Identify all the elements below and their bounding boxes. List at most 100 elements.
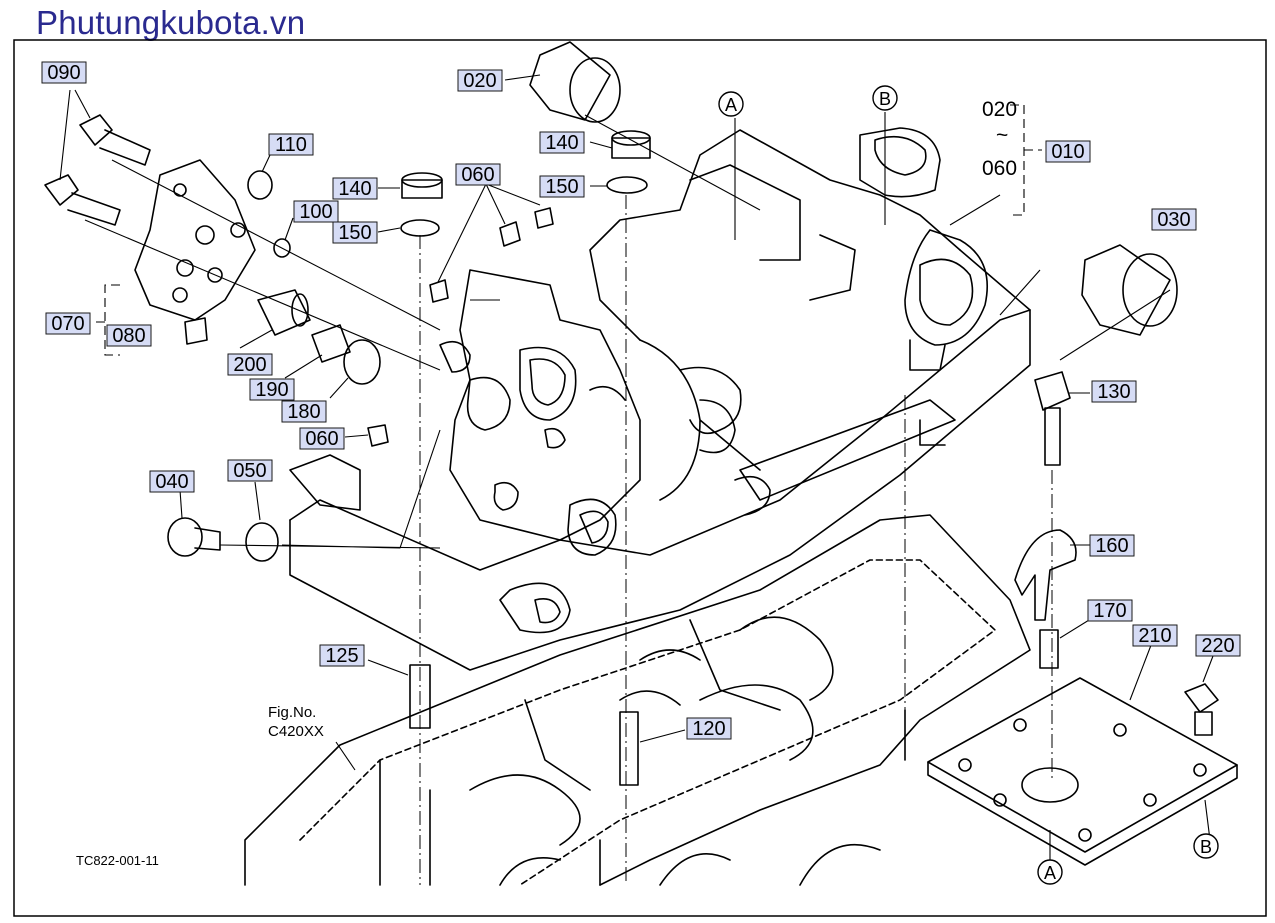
part-label-050-box — [227, 459, 273, 482]
marker-a-top-label: A — [725, 95, 737, 115]
part-label-020: 020 — [457, 69, 503, 92]
transmission-case — [244, 514, 1031, 886]
bolt-130 — [1034, 371, 1071, 466]
part-label-060-upper-text: 060 — [461, 164, 494, 186]
part-label-040: 040 — [149, 470, 195, 493]
range-note-tilde: ~ — [996, 124, 1008, 147]
filter-190 — [311, 324, 351, 363]
part-label-210-box — [1132, 624, 1178, 647]
part-label-190-box — [249, 378, 295, 401]
part-label-125: 125 — [319, 644, 365, 667]
part-label-050-text: 050 — [233, 460, 266, 482]
set-screw-060-c — [429, 279, 449, 303]
part-label-160-text: 160 — [1095, 535, 1128, 557]
part-label-120-box — [686, 717, 732, 740]
part-label-110-box — [268, 133, 314, 156]
part-label-200-box — [227, 353, 273, 376]
part-label-040-text: 040 — [155, 471, 188, 493]
part-label-030: 030 — [1151, 208, 1197, 231]
drawing-code: TC822-001-11 — [76, 853, 159, 868]
part-label-190-text: 190 — [255, 379, 288, 401]
part-label-150-left-text: 150 — [338, 222, 371, 244]
part-label-040-box — [149, 470, 195, 493]
part-label-090: 090 — [41, 61, 87, 84]
control-valve-body — [439, 269, 641, 541]
part-label-060-lower-box — [299, 427, 345, 450]
part-label-180-text: 180 — [287, 401, 320, 423]
part-label-170-box — [1087, 599, 1133, 622]
part-label-090-box — [41, 61, 87, 84]
hydraulic-cylinder-housing — [289, 127, 1031, 671]
part-label-030-text: 030 — [1157, 209, 1190, 231]
part-label-010-text: 010 — [1051, 141, 1084, 163]
site-watermark: Phutungkubota.vn — [36, 4, 306, 41]
stud-bolt-120 — [619, 711, 639, 786]
part-label-030-box — [1151, 208, 1197, 231]
bushing-020 — [529, 41, 621, 123]
part-label-140-left-text: 140 — [338, 178, 371, 200]
part-label-150-upper-text: 150 — [545, 176, 578, 198]
plug-080 — [184, 317, 208, 345]
part-label-180: 180 — [281, 400, 327, 423]
plug-040 — [167, 517, 221, 557]
marker-a-top: A — [718, 91, 744, 117]
part-label-090-text: 090 — [47, 62, 80, 84]
part-label-125-text: 125 — [325, 645, 358, 667]
part-label-070-box — [45, 312, 91, 335]
part-label-080: 080 — [106, 324, 152, 347]
figure-reference: Fig.No. C420XX — [268, 703, 324, 741]
set-screw-060-b — [534, 207, 554, 229]
front-plate-070 — [134, 159, 256, 321]
hose-160 — [1014, 529, 1077, 621]
part-label-100: 100 — [293, 200, 339, 223]
marker-b-bottom: B — [1193, 833, 1219, 859]
bolt-220 — [1184, 683, 1219, 736]
part-label-220: 220 — [1195, 634, 1241, 657]
marker-a-bottom: A — [1037, 859, 1063, 885]
stud-bolt-125 — [409, 664, 431, 729]
part-label-130-text: 130 — [1097, 381, 1130, 403]
part-label-200-text: 200 — [233, 354, 266, 376]
page-border — [13, 39, 1267, 917]
assembly-axis-lines — [419, 195, 1053, 885]
part-label-130: 130 — [1091, 380, 1137, 403]
bushing-030 — [1081, 244, 1178, 336]
fitting-170 — [1039, 629, 1059, 669]
marker-b-bottom-label: B — [1200, 837, 1212, 857]
cover-plate-210 — [927, 677, 1238, 866]
part-label-070-text: 070 — [51, 313, 84, 335]
part-label-100-text: 100 — [299, 201, 332, 223]
part-label-060-lower: 060 — [299, 427, 345, 450]
part-label-050: 050 — [227, 459, 273, 482]
part-label-220-text: 220 — [1201, 635, 1234, 657]
o-ring-110 — [247, 170, 273, 200]
washer-150-left — [400, 219, 440, 237]
part-label-140-left: 140 — [332, 177, 378, 200]
leader-lines — [59, 74, 1214, 860]
part-label-120-text: 120 — [692, 718, 725, 740]
set-screw-060-d — [367, 424, 389, 447]
part-label-200: 200 — [227, 353, 273, 376]
part-label-110-text: 110 — [275, 134, 307, 156]
part-label-160: 160 — [1089, 534, 1135, 557]
part-label-180-box — [281, 400, 327, 423]
part-label-140-upper-box — [539, 131, 585, 154]
part-label-120: 120 — [686, 717, 732, 740]
part-label-150-upper-box — [539, 175, 585, 198]
part-label-125-box — [319, 644, 365, 667]
part-label-100-box — [293, 200, 339, 223]
part-label-170-text: 170 — [1093, 600, 1126, 622]
o-ring-180 — [343, 339, 381, 385]
part-label-130-box — [1091, 380, 1137, 403]
part-label-060-upper-box — [455, 163, 501, 186]
part-label-080-text: 080 — [112, 325, 145, 347]
marker-a-bottom-label: A — [1044, 863, 1056, 883]
part-label-070: 070 — [45, 312, 91, 335]
part-label-160-box — [1089, 534, 1135, 557]
marker-b-top-label: B — [879, 89, 891, 109]
part-label-150-left-box — [332, 221, 378, 244]
nut-140-left — [401, 172, 443, 199]
part-label-110: 110 — [268, 133, 314, 156]
